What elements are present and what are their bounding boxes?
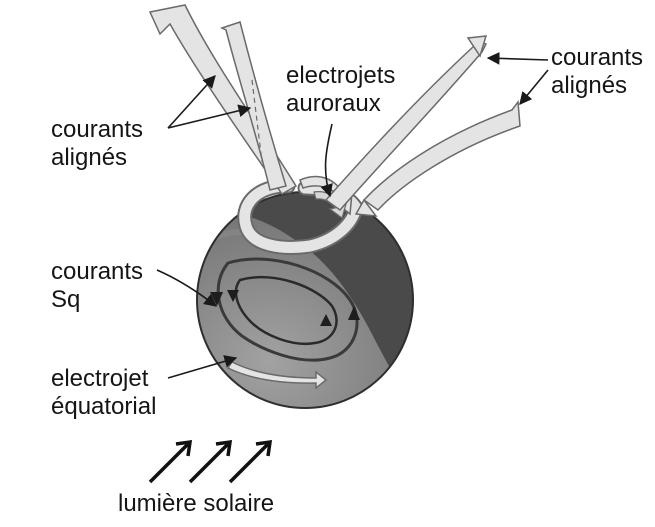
label-lumiere-solaire: lumière solaire: [118, 490, 274, 518]
sunlight-arrows: [150, 442, 270, 482]
sunlight-arrow: [230, 444, 268, 482]
earth-globe: [190, 192, 420, 420]
label-line: courants: [51, 116, 143, 144]
leader-courants-alignes-right-2: [520, 70, 548, 104]
label-electrojets-auroraux: electrojets auroraux: [286, 62, 395, 118]
sunlight-arrow: [190, 444, 228, 482]
label-line: auroraux: [286, 90, 395, 118]
label-courants-sq: courants Sq: [51, 258, 143, 314]
leader-courants-alignes-left-1: [168, 76, 215, 128]
label-line: alignés: [51, 144, 143, 172]
label-electrojet-equatorial: electrojet équatorial: [51, 365, 156, 421]
label-line: courants: [51, 258, 143, 286]
label-line: alignés: [551, 72, 643, 100]
label-line: electrojets: [286, 62, 395, 90]
label-line: electrojet: [51, 365, 156, 393]
label-courants-alignes-left: courants alignés: [51, 116, 143, 172]
leader-courants-alignes-right-1: [488, 58, 548, 60]
label-line: Sq: [51, 286, 143, 314]
field-aligned-current-band-left: [150, 5, 296, 194]
label-line: courants: [551, 44, 643, 72]
label-line: équatorial: [51, 393, 156, 421]
label-line: lumière solaire: [118, 490, 274, 518]
sunlight-arrow: [150, 444, 188, 482]
label-courants-alignes-right: courants alignés: [551, 44, 643, 100]
